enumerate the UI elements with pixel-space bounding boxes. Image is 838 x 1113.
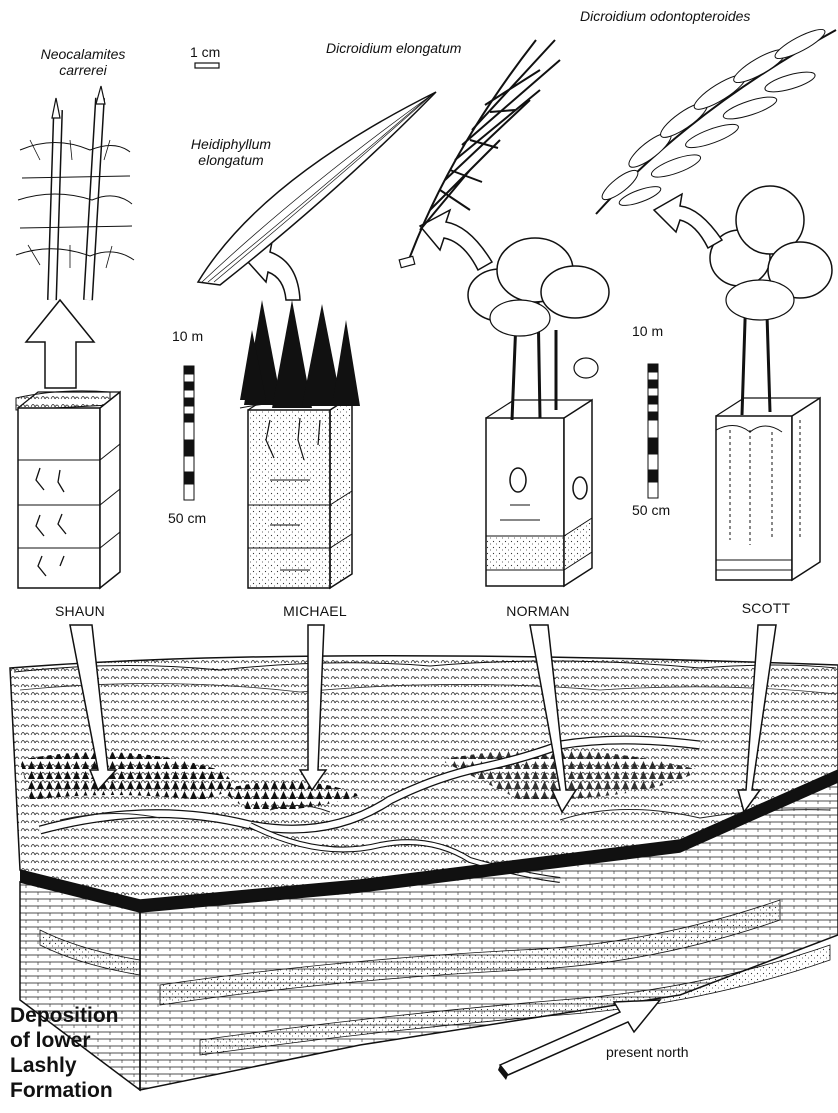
paleosol-label-scott: SCOTT: [706, 600, 826, 616]
heidiphyllum-label-line2: elongatum: [176, 152, 286, 168]
heidiphyllum-label: Heidiphyllum elongatum: [176, 136, 286, 168]
shaun-up-arrow: [26, 300, 94, 388]
title-line-2: of lower: [10, 1028, 119, 1053]
heidiphyllum-label-line1: Heidiphyllum: [176, 136, 286, 152]
title-line-3: Lashly: [10, 1053, 119, 1078]
leaf-scale-label: 1 cm: [190, 44, 220, 60]
landscape-block-diagram: [10, 656, 838, 1090]
figure-title: Deposition of lower Lashly Formation: [10, 1003, 119, 1103]
neocalamites-label-line1: Neocalamites: [18, 46, 148, 62]
broadleaf-trees: [468, 238, 609, 420]
leaf-scale-bar: [195, 63, 219, 68]
michael-profile-column: [240, 300, 360, 588]
scale-left-top-label: 10 m: [172, 328, 203, 344]
broadleaf-trees: [710, 186, 832, 415]
title-line-4: Formation: [10, 1078, 119, 1103]
title-line-1: Deposition: [10, 1003, 119, 1028]
profile-scale-bar-left: [184, 366, 194, 500]
dicroidium-elongatum-frond: [399, 40, 560, 268]
paleosol-label-shaun: SHAUN: [20, 603, 140, 619]
scott-up-arrow: [654, 194, 722, 248]
profile-scale-bar-right: [648, 364, 658, 498]
norman-up-arrow: [420, 210, 492, 270]
north-arrow-label: present north: [606, 1044, 689, 1060]
dicroidium-odontopteroides-label: Dicroidium odontopteroides: [580, 8, 750, 24]
up-arrows: [26, 194, 722, 388]
norman-profile-column: [468, 238, 609, 586]
neocalamites-label: Neocalamites carrerei: [18, 46, 148, 78]
nodule: [510, 468, 526, 492]
dicroidium-elongatum-label: Dicroidium elongatum: [326, 40, 461, 56]
paleosol-label-michael: MICHAEL: [255, 603, 375, 619]
paleosol-label-norman: NORMAN: [478, 603, 598, 619]
scott-profile-column: [710, 186, 832, 580]
neocalamites-illustration: [16, 86, 134, 300]
scale-left-bottom-label: 50 cm: [168, 510, 206, 526]
scale-right-top-label: 10 m: [632, 323, 663, 339]
dicroidium-odontopteroides-frond: [596, 25, 836, 214]
heidiphyllum-leaf: [198, 92, 436, 285]
conifer-trees: [240, 300, 360, 408]
nodule: [573, 477, 587, 499]
neocalamites-label-line2: carrerei: [18, 62, 148, 78]
shaun-profile-column: [16, 391, 120, 588]
scale-right-bottom-label: 50 cm: [632, 502, 670, 518]
